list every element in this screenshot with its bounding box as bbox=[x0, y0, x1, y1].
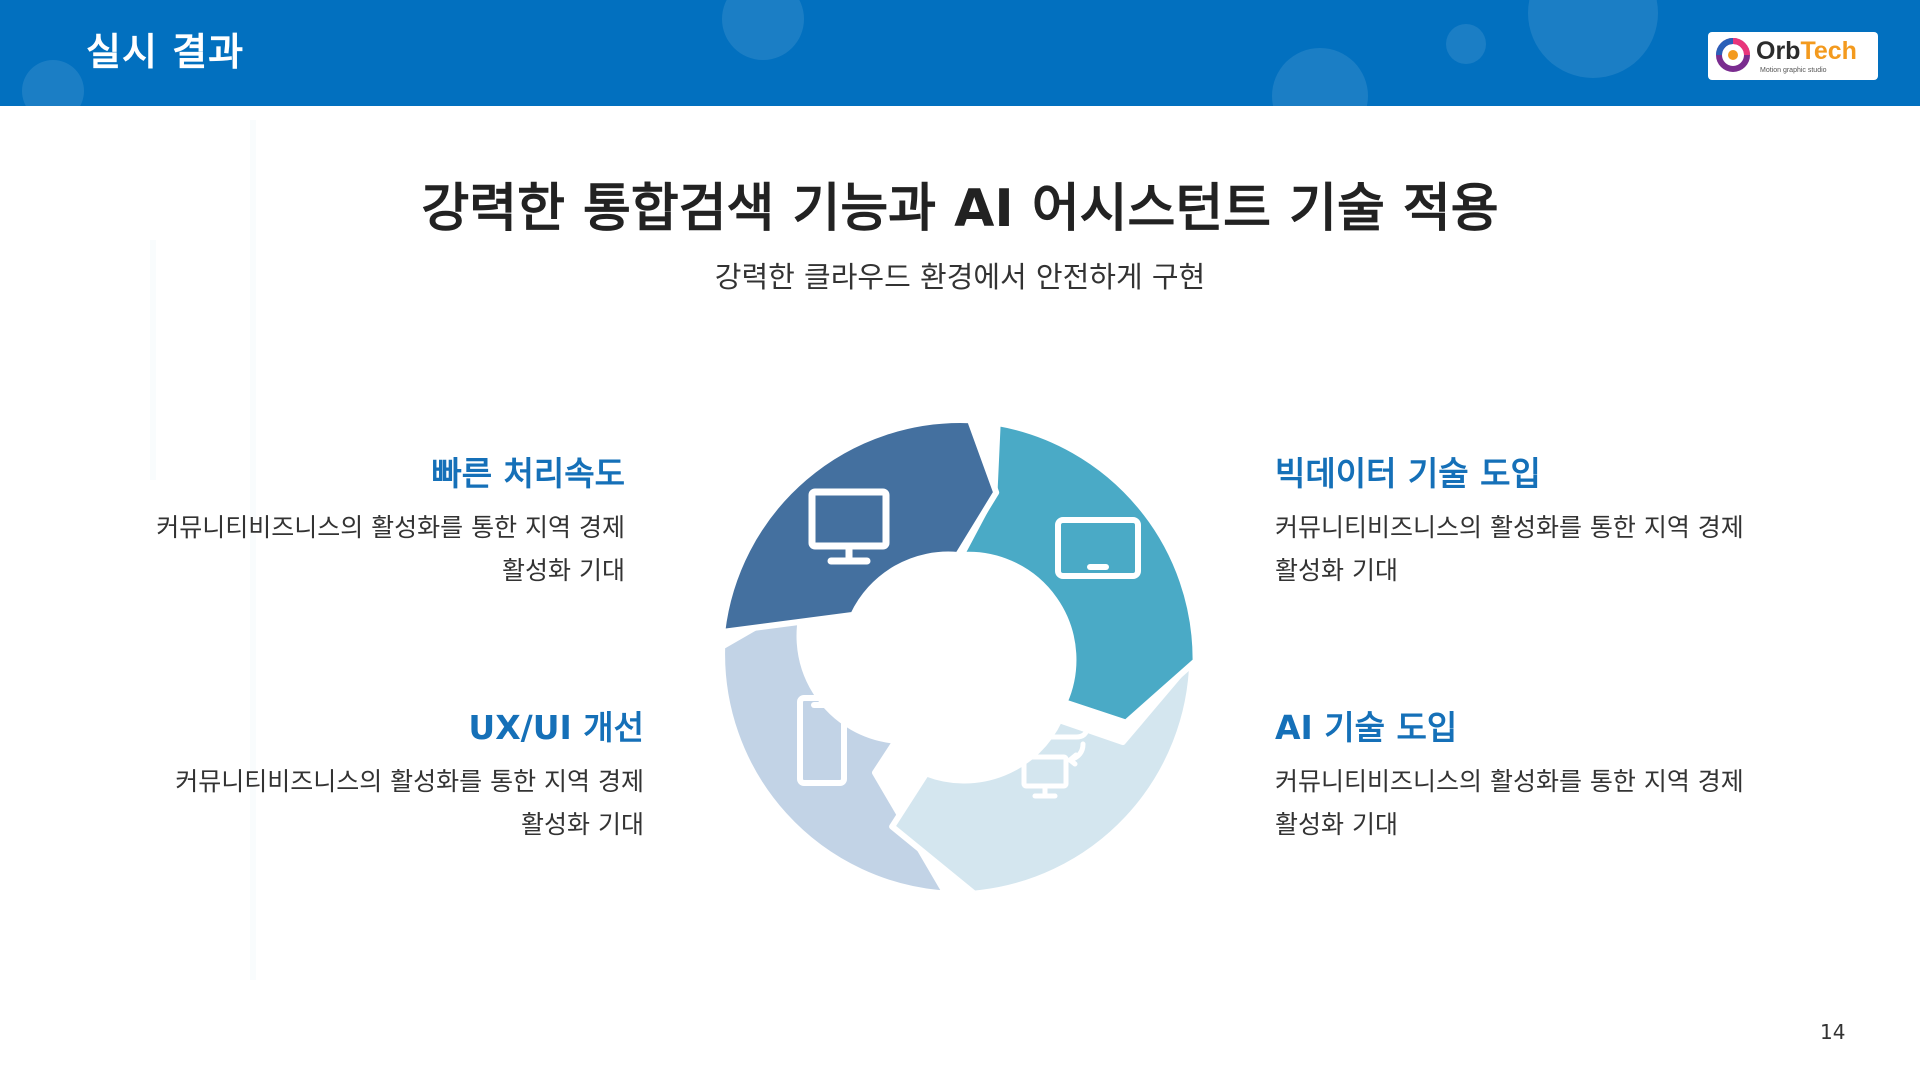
cycle-segment-ux-ui bbox=[719, 594, 949, 897]
logo-wordmark-orb: Orb bbox=[1756, 37, 1801, 65]
feature-description: 커뮤니티비즈니스의 활성화를 통한 지역 경제 활성화 기대 bbox=[1275, 506, 1835, 592]
cloud-sync-icon bbox=[1014, 700, 1090, 799]
logo-wordmark-tech: Tech bbox=[1800, 37, 1857, 65]
feature-description-line: 커뮤니티비즈니스의 활성화를 통한 지역 경제 bbox=[1275, 513, 1744, 542]
orbtech-logo-icon bbox=[1716, 38, 1750, 72]
orbtech-logo: OrbTech Motion graphic studio bbox=[1708, 32, 1878, 80]
feature-description-line: 커뮤니티비즈니스의 활성화를 통한 지역 경제 bbox=[156, 513, 625, 542]
header-bubble bbox=[722, 0, 804, 60]
feature-description: 커뮤니티비즈니스의 활성화를 통한 지역 경제 활성화 기대 bbox=[84, 760, 644, 846]
logo-subtext: Motion graphic studio bbox=[1760, 67, 1827, 74]
feature-bigdata: 빅데이터 기술 도입 커뮤니티비즈니스의 활성화를 통한 지역 경제 활성화 기… bbox=[1275, 452, 1835, 592]
header-bubble bbox=[1272, 48, 1368, 106]
feature-description-line: 활성화 기대 bbox=[1275, 556, 1398, 585]
sub-heading: 강력한 클라우드 환경에서 안전하게 구현 bbox=[714, 260, 1206, 294]
feature-ux-ui: UX/UI 개선 커뮤니티비즈니스의 활성화를 통한 지역 경제 활성화 기대 bbox=[84, 706, 644, 846]
feature-title: 빅데이터 기술 도입 bbox=[1275, 454, 1541, 493]
feature-description-line: 활성화 기대 bbox=[502, 556, 625, 585]
smartphone-icon bbox=[797, 695, 847, 786]
desktop-monitor-icon bbox=[808, 488, 890, 565]
feature-description-line: 커뮤니티비즈니스의 활성화를 통한 지역 경제 bbox=[175, 767, 644, 796]
cycle-diagram bbox=[719, 417, 1199, 897]
logo-wordmark: OrbTech bbox=[1756, 36, 1857, 66]
header-bubble bbox=[1446, 24, 1486, 64]
feature-title: 빠른 처리속도 bbox=[431, 454, 625, 493]
cycle-center bbox=[857, 557, 1063, 763]
feature-description-line: 활성화 기대 bbox=[1275, 810, 1398, 839]
feature-title: AI 기술 도입 bbox=[1275, 708, 1458, 747]
feature-description-line: 활성화 기대 bbox=[521, 810, 644, 839]
page-title: 실시 결과 bbox=[86, 30, 245, 74]
feature-description: 커뮤니티비즈니스의 활성화를 통한 지역 경제 활성화 기대 bbox=[1275, 760, 1835, 846]
header-bubble bbox=[1528, 0, 1658, 78]
cycle-segment-bigdata bbox=[958, 420, 1199, 726]
header-bar: 실시 결과 OrbTech Motion graphic studio bbox=[0, 0, 1920, 106]
main-heading: 강력한 통합검색 기능과 AI 어시스턴트 기술 적용 bbox=[421, 179, 1499, 239]
feature-ai: AI 기술 도입 커뮤니티비즈니스의 활성화를 통한 지역 경제 활성화 기대 bbox=[1275, 706, 1835, 846]
cycle-segment-speed bbox=[719, 417, 1000, 635]
tablet-icon bbox=[1055, 517, 1141, 579]
header-bubble bbox=[22, 60, 84, 106]
feature-title: UX/UI 개선 bbox=[468, 708, 644, 747]
feature-speed: 빠른 처리속도 커뮤니티비즈니스의 활성화를 통한 지역 경제 활성화 기대 bbox=[65, 452, 625, 592]
page-number: 14 bbox=[1820, 1020, 1846, 1044]
cycle-segment-ai bbox=[889, 657, 1196, 897]
feature-description: 커뮤니티비즈니스의 활성화를 통한 지역 경제 활성화 기대 bbox=[65, 506, 625, 592]
feature-description-line: 커뮤니티비즈니스의 활성화를 통한 지역 경제 bbox=[1275, 767, 1744, 796]
